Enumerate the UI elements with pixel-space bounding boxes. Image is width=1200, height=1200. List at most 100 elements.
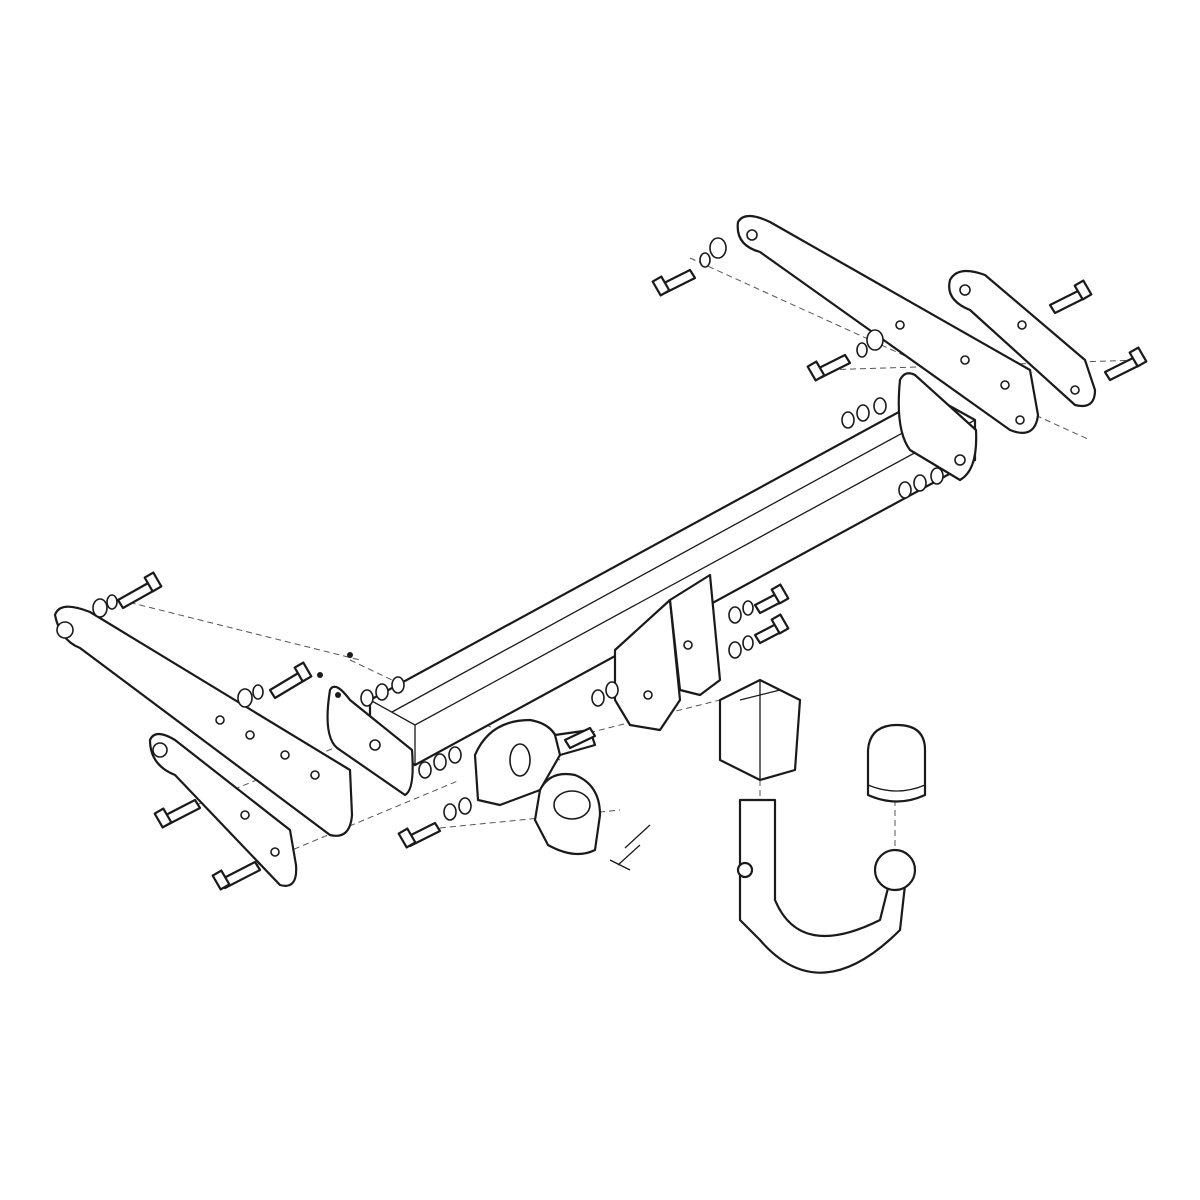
bolt-icon bbox=[753, 583, 790, 615]
line-art-stroke bbox=[448, 746, 462, 764]
ball-mount-receiver bbox=[718, 678, 802, 782]
line-art-stroke bbox=[240, 810, 250, 820]
line-art-stroke bbox=[433, 753, 447, 771]
bolt-icon bbox=[153, 798, 202, 829]
line-art-stroke bbox=[948, 269, 1097, 408]
line-art-stroke bbox=[898, 481, 912, 499]
line-art-stroke bbox=[1073, 279, 1093, 301]
line-art-stroke bbox=[252, 684, 264, 700]
bolt-icon bbox=[211, 860, 262, 891]
line-art-stroke bbox=[215, 715, 225, 725]
line-art-stroke bbox=[668, 573, 722, 697]
line-art-stroke bbox=[609, 824, 651, 871]
line-art-stroke bbox=[739, 680, 781, 780]
line-art-stroke bbox=[1128, 346, 1148, 368]
line-art-stroke bbox=[153, 807, 173, 829]
line-art-stroke bbox=[856, 404, 870, 422]
bolt-icon bbox=[753, 613, 790, 645]
line-art-stroke bbox=[960, 355, 970, 365]
line-art-stroke bbox=[709, 237, 727, 259]
line-art-stroke bbox=[375, 683, 389, 701]
line-art-stroke bbox=[930, 467, 944, 485]
line-art-stroke bbox=[770, 583, 790, 605]
bolts bbox=[116, 268, 1148, 891]
left-end-plate bbox=[326, 685, 414, 797]
bolt-icon bbox=[268, 661, 313, 700]
line-art-stroke bbox=[152, 742, 168, 758]
bolt-icon bbox=[116, 571, 163, 610]
line-art-stroke bbox=[270, 847, 280, 857]
line-art-stroke bbox=[119, 599, 361, 661]
line-art-stroke bbox=[643, 690, 653, 700]
line-art-stroke bbox=[873, 848, 917, 892]
line-art-stroke bbox=[280, 750, 290, 760]
line-art-stroke bbox=[873, 397, 887, 415]
line-art-stroke bbox=[728, 606, 742, 624]
right-side-bracket-short bbox=[948, 269, 1097, 408]
bolt-icon bbox=[1048, 279, 1093, 315]
line-art-stroke bbox=[553, 790, 591, 820]
line-art-stroke bbox=[591, 689, 605, 707]
line-art-stroke bbox=[443, 803, 457, 821]
line-art-stroke bbox=[683, 640, 693, 650]
nuts-and-screws bbox=[317, 652, 651, 871]
line-art-stroke bbox=[736, 861, 754, 879]
line-art-stroke bbox=[509, 743, 531, 777]
line-art-stroke bbox=[92, 598, 108, 618]
line-art-stroke bbox=[1017, 320, 1027, 330]
line-art-stroke bbox=[856, 342, 868, 358]
line-art-stroke bbox=[326, 685, 414, 797]
line-art-stroke bbox=[867, 784, 926, 792]
line-art-stroke bbox=[317, 672, 323, 678]
line-art-stroke bbox=[742, 600, 754, 616]
line-art-stroke bbox=[369, 739, 381, 751]
left-side-bracket-long bbox=[53, 605, 354, 837]
bolt-icon bbox=[563, 726, 597, 750]
line-art-stroke bbox=[866, 329, 884, 351]
right-end-plate bbox=[897, 372, 978, 482]
line-art-stroke bbox=[897, 372, 978, 482]
line-art-stroke bbox=[699, 252, 711, 268]
bolt-icon bbox=[651, 268, 697, 297]
line-art-stroke bbox=[237, 688, 253, 708]
line-art-stroke bbox=[959, 284, 971, 296]
line-art-stroke bbox=[605, 681, 619, 699]
line-art-stroke bbox=[347, 652, 353, 658]
line-art-stroke bbox=[56, 621, 74, 639]
bolt-icon bbox=[397, 821, 442, 849]
line-art-stroke bbox=[841, 411, 855, 429]
line-art-stroke bbox=[245, 730, 255, 740]
line-art-stroke bbox=[391, 676, 405, 694]
line-art-stroke bbox=[419, 809, 621, 831]
tow-ball-neck bbox=[736, 798, 917, 974]
line-art-stroke bbox=[770, 613, 790, 635]
line-art-stroke bbox=[651, 275, 671, 297]
line-art-stroke bbox=[736, 214, 1040, 434]
line-art-stroke bbox=[689, 257, 1091, 441]
line-art-stroke bbox=[458, 797, 472, 815]
line-art-stroke bbox=[742, 635, 754, 651]
bolt-icon bbox=[1103, 346, 1148, 382]
line-art-stroke bbox=[1015, 415, 1025, 425]
line-art-stroke bbox=[1070, 385, 1080, 395]
line-art-stroke bbox=[563, 726, 597, 750]
line-art-stroke bbox=[335, 692, 341, 698]
line-art-stroke bbox=[397, 827, 417, 849]
line-art-stroke bbox=[738, 798, 907, 974]
line-art-stroke bbox=[418, 761, 432, 779]
line-art-stroke bbox=[746, 229, 758, 241]
line-art-stroke bbox=[143, 571, 163, 593]
line-art-stroke bbox=[148, 732, 298, 887]
line-art-stroke bbox=[211, 869, 231, 891]
line-art-stroke bbox=[866, 723, 927, 803]
line-art-stroke bbox=[1000, 380, 1010, 390]
line-art-stroke bbox=[954, 454, 966, 466]
line-art-stroke bbox=[106, 594, 118, 610]
line-art-stroke bbox=[895, 320, 905, 330]
electrical-socket bbox=[533, 772, 602, 856]
line-art-stroke bbox=[806, 360, 826, 382]
right-side-bracket-long bbox=[736, 214, 1040, 434]
bolt-icon bbox=[806, 353, 852, 382]
line-art-stroke bbox=[913, 474, 927, 492]
